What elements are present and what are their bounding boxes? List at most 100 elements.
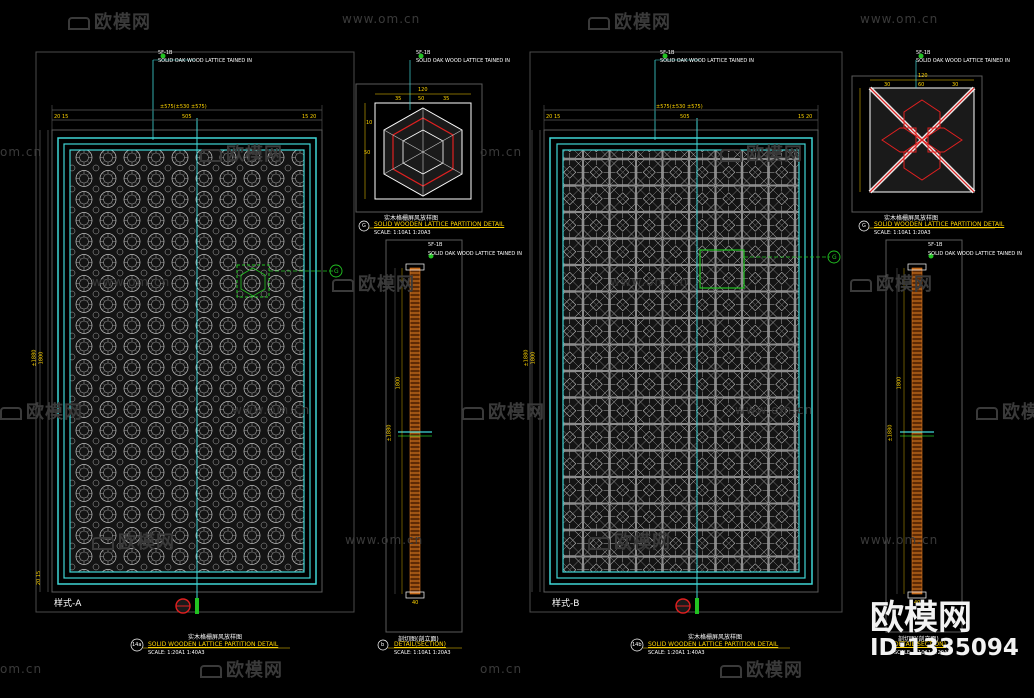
section-a-bottom-dim: 40 <box>412 600 419 606</box>
section-b-bottom-dim: 40 <box>914 600 921 606</box>
panel-b-detail-marker-label: G <box>832 254 837 261</box>
panel-a-callout-text: SOLID OAK WOOD LATTICE TAINED IN <box>158 58 252 64</box>
detail-a-dim-1: 35 <box>395 96 402 102</box>
section-a-callout-text: SOLID OAK WOOD LATTICE TAINED IN <box>428 251 522 257</box>
section-a-outline <box>385 239 463 633</box>
panel-b-caption-marker <box>630 638 644 652</box>
corner-watermark-logo: 欧模网 <box>870 598 972 638</box>
detail-a-dim-top: 120 <box>418 87 428 93</box>
detail-b-dim-top: 120 <box>918 73 928 79</box>
detail-a-caption-cn: 实木格栅屏风放样图 <box>384 215 439 222</box>
detail-b-caption-marker <box>858 220 870 232</box>
panel-b-caption-title: SOLID WOODEN LATTICE PARTITION DETAIL <box>648 641 779 648</box>
section-b-caption-title: DETAIL(SECTION) <box>894 641 946 648</box>
detail-b-caption-scale: SCALE: 1:10A1 1:20A3 <box>874 230 931 236</box>
detail-a-dim-2: 50 <box>418 96 425 102</box>
panel-b-caption-scale: SCALE: 1:20A1 1:40A3 <box>648 650 705 656</box>
section-b-dim-outer: ±1880 <box>887 424 894 442</box>
panel-a-caption-scale: SCALE: 1:20A1 1:40A3 <box>148 650 205 656</box>
detail-b-outline <box>851 75 983 213</box>
panel-a-elevation <box>35 51 355 614</box>
detail-b-dim-2: 60 <box>918 82 925 88</box>
detail-b-caption-title: SOLID WOODEN LATTICE PARTITION DETAIL <box>874 221 1005 228</box>
section-a-caption-cn: 剖切图(剖立面) <box>398 636 439 643</box>
detail-a-dim-5: 50 <box>364 150 371 156</box>
panel-a-inner-dim: 505 <box>182 114 192 120</box>
panel-a-callout-code: 5F-1B <box>158 50 173 56</box>
section-b-caption-scale: SCALE: 1:10A1 1:20A3 <box>894 650 951 656</box>
section-a-dim-outer: ±1880 <box>386 424 393 442</box>
section-b-dim-inner: 1800 <box>896 376 903 390</box>
panel-a-detail-marker-label: G <box>334 268 339 275</box>
panel-a-height-inner-dim: 1800 <box>38 351 45 365</box>
panel-a-caption-number: 14a <box>132 642 142 648</box>
panel-b-edge-dim-right: 15 20 <box>798 114 813 120</box>
section-a-caption-scale: SCALE: 1:10A1 1:20A3 <box>394 650 451 656</box>
section-b <box>885 239 963 633</box>
panel-a-lattice <box>69 149 305 573</box>
panel-b-outer-frame <box>543 129 819 593</box>
panel-a-top-dim: ±575(±530 ±575) <box>160 104 207 110</box>
detail-a-dim-4: 10 <box>366 120 373 126</box>
section-b-caption-cn: 剖切图(剖立面) <box>898 636 939 643</box>
panel-a-edge-dim-right: 15 20 <box>302 114 317 120</box>
panel-a-edge-dim-left: 20 15 <box>54 114 69 120</box>
panel-b-height-inner-dim: 1800 <box>530 351 537 365</box>
detail-a-caption-scale: SCALE: 1:10A1 1:20A3 <box>374 230 431 236</box>
detail-b-caption-number: G <box>862 223 866 229</box>
section-a <box>377 239 463 651</box>
panel-b-frame-1 <box>549 137 813 585</box>
panel-b-top-dim: ±575(±530 ±575) <box>656 104 703 110</box>
panel-a-height-dim: ±1880 <box>31 349 38 367</box>
detail-a-caption-title: SOLID WOODEN LATTICE PARTITION DETAIL <box>374 221 505 228</box>
section-a-caption-title: DETAIL(SECTION) <box>394 641 446 648</box>
section-b-callout-text: SOLID OAK WOOD LATTICE TAINED IN <box>928 251 1022 257</box>
detail-b-callout-text: SOLID OAK WOOD LATTICE TAINED IN <box>916 58 1010 64</box>
panel-a-detail-box <box>236 264 270 298</box>
section-a-caption-marker <box>377 639 389 651</box>
panel-a-frame-2 <box>63 143 311 579</box>
detail-b <box>851 53 995 232</box>
section-a-caption-number: b <box>381 642 385 648</box>
panel-a-frame-1 <box>57 137 317 585</box>
section-b-outline <box>885 239 963 633</box>
panel-a-caption-cn: 实木格栅屏风放样图 <box>188 634 243 641</box>
detail-b-dim-1: 30 <box>884 82 891 88</box>
section-a-profile <box>409 267 421 595</box>
panel-b-detail-marker <box>827 250 841 264</box>
corner-watermark-id: ID:1335094 <box>870 635 1019 661</box>
section-a-callout-code: 5F-1B <box>428 242 443 248</box>
panel-a-outer-frame <box>51 129 323 593</box>
panel-b-callout-text: SOLID OAK WOOD LATTICE TAINED IN <box>660 58 754 64</box>
detail-a-frame <box>374 102 472 200</box>
section-a-dim-inner: 1800 <box>395 376 402 390</box>
detail-a-callout-text: SOLID OAK WOOD LATTICE TAINED IN <box>416 58 510 64</box>
panel-b-style-label: 样式-B <box>552 599 580 609</box>
detail-a-caption-marker <box>358 220 370 232</box>
panel-b-detail-box <box>699 249 745 289</box>
detail-b-caption-cn: 实木格栅屏风放样图 <box>884 215 939 222</box>
panel-a-style-label: 样式-A <box>54 599 82 609</box>
panel-a-caption-title: SOLID WOODEN LATTICE PARTITION DETAIL <box>148 641 279 648</box>
detail-a-dim-3: 35 <box>443 96 450 102</box>
panel-b-edge-dim-left: 20 15 <box>546 114 561 120</box>
section-b-callout-code: 5F-1B <box>928 242 943 248</box>
panel-b-callout-code: 5F-1B <box>660 50 675 56</box>
panel-a-caption-marker <box>130 638 144 652</box>
detail-a-outline <box>355 83 483 213</box>
detail-b-dim-3: 30 <box>952 82 959 88</box>
section-b-profile <box>911 267 923 595</box>
detail-a-callout-code: 5F-1B <box>416 50 431 56</box>
panel-b-caption-cn: 实木格栅屏风放样图 <box>688 634 743 641</box>
panel-b-inner-dim: 505 <box>680 114 690 120</box>
panel-b-caption-number: 14b <box>632 642 642 648</box>
detail-a-caption-number: G <box>362 223 366 229</box>
panel-b-height-dim: ±1880 <box>523 349 530 367</box>
panel-a-detail-marker <box>329 264 343 278</box>
panel-a-bottom-dim: 20 15 <box>36 570 43 586</box>
detail-b-callout-code: 5F-1B <box>916 50 931 56</box>
panel-b-elevation <box>529 51 843 614</box>
panel-b-lattice <box>562 149 800 573</box>
